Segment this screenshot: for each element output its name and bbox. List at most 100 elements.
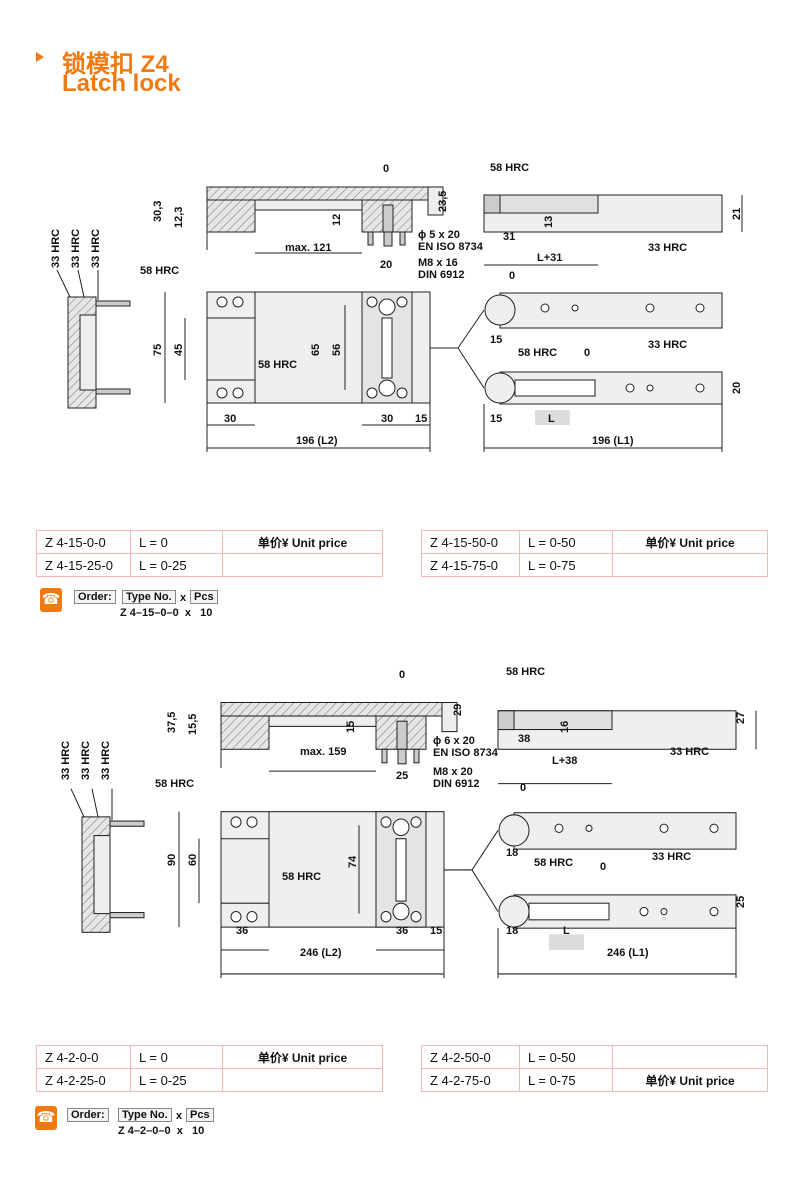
dim-label: 18 [506,925,518,937]
length-range: L = 0-25 [130,1068,223,1092]
title-en: Latch lock [62,70,181,97]
times-label: x [180,592,187,604]
length-range: L = 0 [130,1045,223,1069]
unit-price [612,1045,768,1069]
type-no: Z 4-2-75-0 [421,1068,520,1092]
pcs-label: Pcs [186,1108,214,1122]
hrc-label: 58 HRC [282,871,321,883]
dim-label: 30 [381,413,393,425]
dim-label: 21 [731,208,743,220]
length-range: L = 0-25 [130,553,223,577]
dim-label: L [548,413,555,425]
hrc-label: 58 HRC [258,359,297,371]
length-range: L = 0 [130,530,223,554]
unit-price [222,1068,383,1092]
dim-label: 0 [399,669,405,681]
hrc-label: 58 HRC [490,162,529,174]
dim-label: L [563,925,570,937]
dim-label: 0 [584,347,590,359]
dim-label: 15 [490,334,502,346]
hrc-label: 33 HRC [652,851,691,863]
dim-label: 15 [430,925,442,937]
screw-label: M8 x 20 [433,766,473,778]
dim-label: 18 [506,847,518,859]
dim-label: 15,5 [187,714,199,735]
pin-std-label: EN ISO 8734 [433,747,499,759]
dim-label: 36 [396,925,408,937]
hrc-label: 33 HRC [100,741,112,780]
dim-label: 0 [509,270,515,282]
dim-label: 75 [152,344,164,356]
dim-label: 27 [735,712,747,724]
length-range: L = 0-75 [519,553,613,577]
hrc-label: 33 HRC [648,242,687,254]
order-info-1: ☎ Order: Type No. x Pcs Z 4–15–0–0 x 10 [40,588,240,622]
hrc-label: 33 HRC [90,229,102,268]
phone-icon: ☎ [40,588,62,612]
unit-price: 单价¥ Unit price [612,530,768,554]
dim-label: 0 [383,163,389,175]
hrc-label: 58 HRC [534,857,573,869]
order-label: Order: [67,1108,109,1122]
dim-label: max. 121 [285,242,331,254]
unit-price: 单价¥ Unit price [222,530,383,554]
hrc-label: 33 HRC [60,741,72,780]
type-no: Z 4-2-25-0 [36,1068,131,1092]
phone-icon: ☎ [35,1106,57,1130]
order-label: Order: [74,590,116,604]
drawing-labels-2: 0 37,5 15,5 29 15 max. 159 ϕ 6 x 20 EN I… [60,666,747,959]
pin-label: ϕ 6 x 20 [433,735,475,747]
dim-label: 60 [187,854,199,866]
dim-label: 0 [600,861,606,873]
pin-label: ϕ 5 x 20 [418,229,460,241]
type-no: Z 4-15-25-0 [36,553,131,577]
drawing-shapes-1 [56,186,743,453]
hrc-label: 58 HRC [140,265,179,277]
unit-price: 单价¥ Unit price [612,1068,768,1092]
dim-label: 20 [380,259,392,271]
pin-std-label: EN ISO 8734 [418,241,484,253]
dim-label: 23,5 [437,191,449,212]
dim-label: max. 159 [300,746,346,758]
dim-label: 25 [396,770,408,782]
hrc-label: 33 HRC [50,229,62,268]
dim-label: L+38 [552,755,577,767]
dim-label: 30,3 [152,201,164,222]
dim-label: 15 [490,413,502,425]
dim-label: 15 [415,413,427,425]
dim-label: 38 [518,733,530,745]
dim-label: 25 [735,896,747,908]
dim-label: 31 [503,231,515,243]
bullet-triangle-icon [36,52,44,62]
times-label: x [176,1110,183,1122]
dim-label: 29 [452,704,464,716]
hrc-label: 33 HRC [648,339,687,351]
pcs-label: Pcs [190,590,218,604]
screw-std-label: DIN 6912 [433,778,479,790]
order-info-2: ☎ Order: Type No. x Pcs Z 4–2–0–0 x 10 [35,1106,235,1140]
dim-label: 65 [310,344,322,356]
dim-label: 30 [224,413,236,425]
dim-label: 196 (L2) [296,435,338,447]
dim-label: 196 (L1) [592,435,634,447]
unit-price [222,553,383,577]
hrc-label: 58 HRC [506,666,545,678]
hrc-label: 58 HRC [518,347,557,359]
dim-label: 12 [331,214,343,226]
order-example: Z 4–15–0–0 x 10 [120,607,213,619]
screw-label: M8 x 16 [418,257,458,269]
dim-label: 37,5 [166,712,178,733]
dim-label: 56 [331,344,343,356]
type-no: Z 4-2-50-0 [421,1045,520,1069]
type-no: Z 4-15-50-0 [421,530,520,554]
